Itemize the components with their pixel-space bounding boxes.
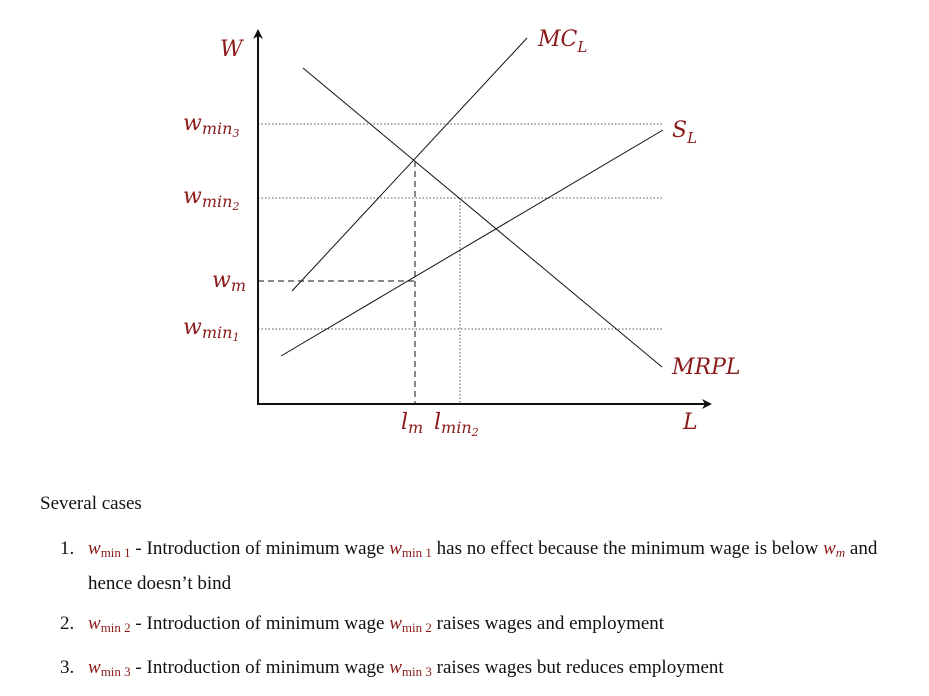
mrpl-curve <box>302 67 663 368</box>
sl-curve <box>280 129 664 357</box>
y-axis-label: W <box>220 37 245 62</box>
case-text: raises wages and employment <box>431 613 665 634</box>
wmin3-label: wmin3 <box>183 111 239 140</box>
list-item: 2. wmin 2 - Introduction of minimum wage… <box>40 608 910 643</box>
list-item: 3. wmin 3 - Introduction of minimum wage… <box>40 652 910 687</box>
wm-label: wm <box>212 268 246 295</box>
x-axis-label: L <box>682 410 698 435</box>
wmin3-symbol: wmin 3 <box>389 657 432 679</box>
case-text: - Introduction of minimum wage <box>130 613 390 634</box>
wmin1-symbol: wmin 1 <box>88 538 131 560</box>
case-text: raises wages but reduces employment <box>431 657 724 678</box>
explanation-text: Several cases 1. wmin 1 - Introduction o… <box>40 488 910 696</box>
list-number: 2. <box>60 613 75 634</box>
list-number: 3. <box>60 657 75 678</box>
mcl-label: MCL <box>537 27 587 56</box>
case-text: and hence doesn’t bind <box>88 538 878 594</box>
wmin1-symbol: wmin 1 <box>389 538 432 560</box>
wmin2-symbol: wmin 2 <box>389 613 432 635</box>
mrpl-label: MRPL <box>671 355 741 380</box>
wm-symbol: wm <box>823 538 846 560</box>
list-item: 1. wmin 1 - Introduction of minimum wage… <box>40 533 910 599</box>
sl-label: SL <box>672 118 697 147</box>
lm-label: lm <box>401 410 423 437</box>
case-text: - Introduction of minimum wage <box>130 657 390 678</box>
wmin2-symbol: wmin 2 <box>88 613 131 635</box>
wmin2-label: wmin2 <box>183 184 239 213</box>
wmin1-label: wmin1 <box>183 315 239 344</box>
case-text: - Introduction of minimum wage <box>130 538 390 559</box>
labor-market-diagram: W L MCL SL MRPL wmin3 wmin2 wm wmin1 lm … <box>183 27 741 439</box>
mcl-curve <box>291 37 528 292</box>
lmin2-label: lmin2 <box>434 410 479 439</box>
wmin3-symbol: wmin 3 <box>88 657 131 679</box>
list-number: 1. <box>60 538 75 559</box>
case-text: has no effect because the minimum wage i… <box>431 538 824 559</box>
cases-list: 1. wmin 1 - Introduction of minimum wage… <box>40 533 910 687</box>
intro-text: Several cases <box>40 493 142 514</box>
